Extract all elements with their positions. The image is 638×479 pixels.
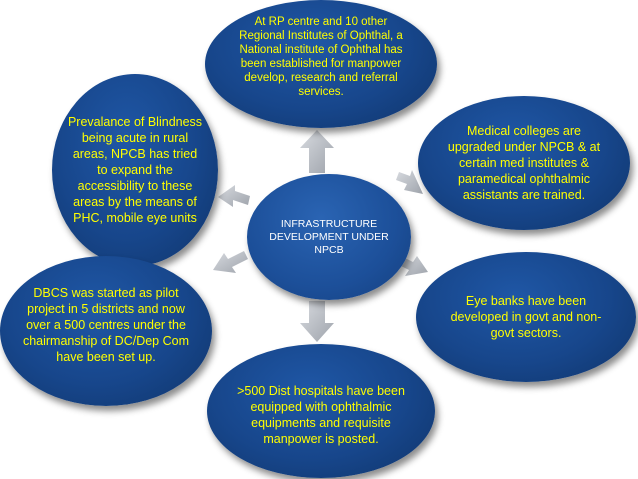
node-right-top-text: Medical colleges are upgraded under NPCB…: [447, 124, 601, 202]
node-right-bottom-text: Eye banks have been developed in govt an…: [450, 294, 602, 340]
node-left-bottom: DBCS was started as pilot project in 5 d…: [0, 256, 212, 406]
node-right-bottom: Eye banks have been developed in govt an…: [416, 252, 636, 382]
node-left-top: Prevalance of Blindness being acute in r…: [52, 74, 218, 266]
arrow-up: [300, 130, 334, 173]
center-node-text: INFRASTRUCTURE DEVELOPMENT UNDER NPCB: [269, 217, 389, 256]
center-node: INFRASTRUCTURE DEVELOPMENT UNDER NPCB: [247, 174, 411, 300]
node-top-text: At RP centre and 10 other Regional Insti…: [239, 16, 403, 98]
node-right-top: Medical colleges are upgraded under NPCB…: [418, 96, 630, 230]
arrow-down: [300, 301, 334, 342]
node-left-top-text: Prevalance of Blindness being acute in r…: [67, 115, 203, 225]
node-bottom-text: >500 Dist hospitals have been equipped w…: [237, 384, 405, 446]
arrow-left-down: [213, 251, 248, 273]
node-top: At RP centre and 10 other Regional Insti…: [205, 0, 437, 128]
node-bottom: >500 Dist hospitals have been equipped w…: [207, 344, 435, 478]
arrow-left-up: [218, 185, 250, 207]
arrow-right-up: [396, 170, 423, 194]
node-left-bottom-text: DBCS was started as pilot project in 5 d…: [22, 286, 190, 364]
